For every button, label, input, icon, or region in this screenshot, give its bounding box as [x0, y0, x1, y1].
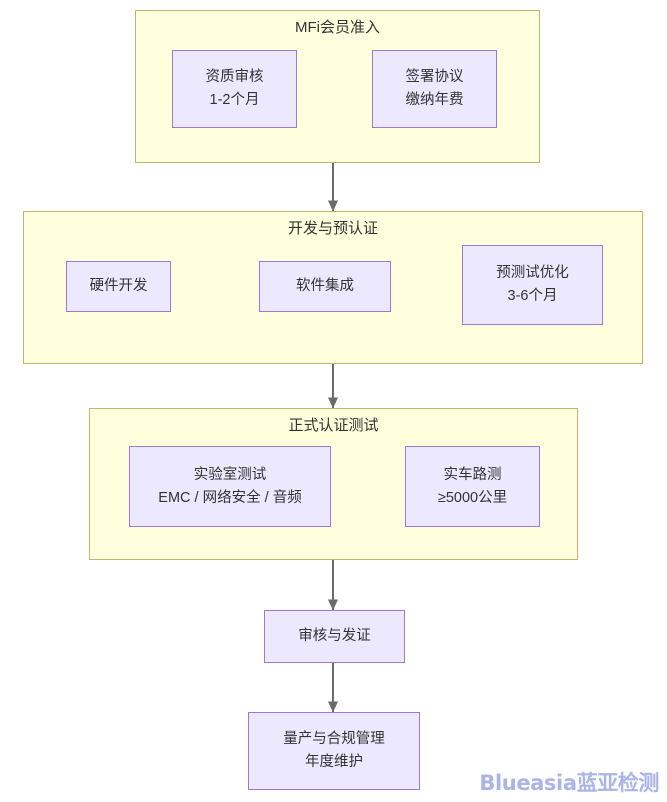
node-label-line2: EMC / 网络安全 / 音频	[158, 489, 302, 506]
node-laboratory-testing[interactable]: 实验室测试 EMC / 网络安全 / 音频	[129, 446, 331, 527]
node-hardware-development[interactable]: 硬件开发	[66, 261, 171, 312]
node-label-line2: 1-2个月	[209, 92, 260, 108]
node-label-line2: 缴纳年费	[405, 92, 464, 108]
node-sign-agreement[interactable]: 签署协议 缴纳年费	[372, 50, 497, 128]
node-label-line2: 年度维护	[305, 754, 363, 770]
node-label-line1: 审核与发证	[298, 628, 371, 644]
node-label-line2: ≥5000公里	[437, 489, 508, 506]
node-label-line1: 资质审核	[205, 69, 264, 85]
node-label-line1: 实验室测试	[193, 466, 267, 483]
node-label-line1: 软件集成	[296, 278, 354, 294]
node-mass-production-compliance[interactable]: 量产与合规管理 年度维护	[248, 712, 420, 790]
node-road-testing[interactable]: 实车路测 ≥5000公里	[405, 446, 540, 527]
watermark-blueasia: Blueasia蓝亚检测	[479, 771, 659, 795]
node-pretest-optimization[interactable]: 预测试优化 3-6个月	[462, 245, 603, 325]
node-label-line1: 实车路测	[443, 466, 502, 483]
node-label-line1: 预测试优化	[496, 265, 569, 281]
node-review-and-certification[interactable]: 审核与发证	[264, 610, 405, 663]
node-label-line1: 签署协议	[405, 69, 464, 85]
node-qualification-review[interactable]: 资质审核 1-2个月	[172, 50, 297, 128]
node-label-line1: 量产与合规管理	[283, 731, 385, 747]
stage-title: 开发与预认证	[287, 220, 378, 237]
stage-title: 正式认证测试	[288, 417, 379, 434]
node-label-line2: 3-6个月	[507, 288, 558, 304]
node-label-line1: 硬件开发	[89, 278, 148, 294]
stage-title: MFi会员准入	[295, 19, 380, 36]
node-software-integration[interactable]: 软件集成	[259, 261, 391, 312]
